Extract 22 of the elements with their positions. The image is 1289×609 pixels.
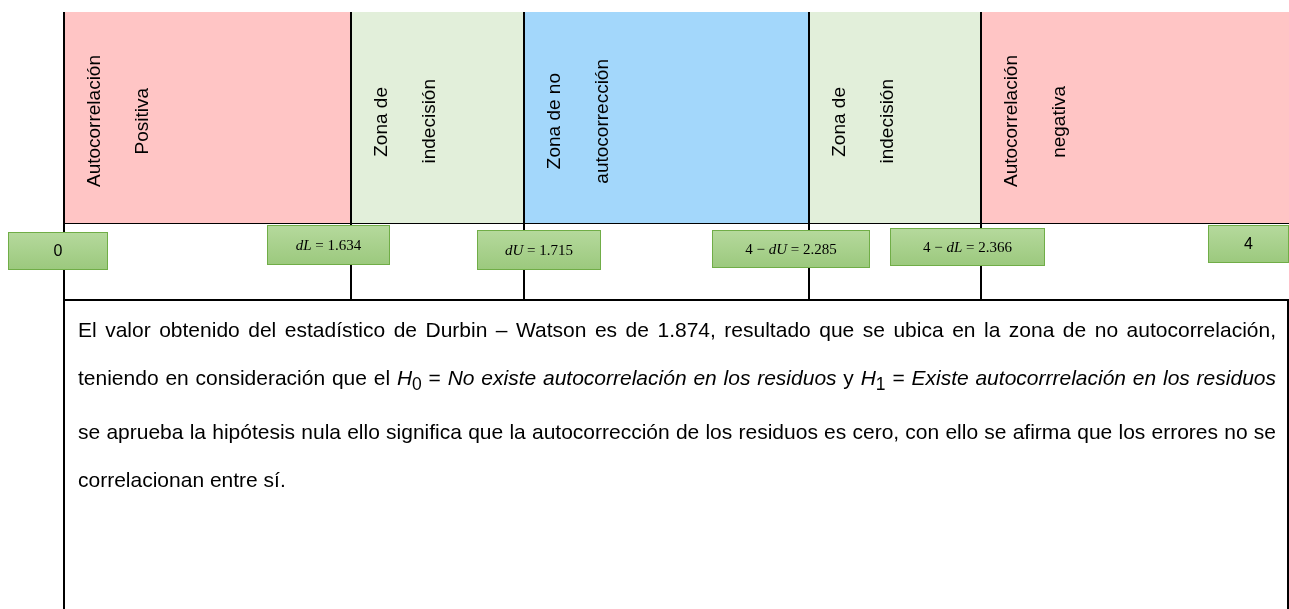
zone-label: indecisión [876, 79, 898, 164]
indecision-zone [808, 12, 980, 223]
zone-label: negativa [1048, 85, 1070, 158]
indecision-zone [350, 12, 523, 223]
value-marker: 0 [8, 232, 108, 270]
value-marker: 4 [1208, 225, 1289, 263]
zone-label: Autocorrelación [1000, 55, 1022, 188]
positive-autocorrelation-zone [63, 12, 350, 223]
zone-label: Zona de [370, 86, 392, 157]
zone-label: Zona de no [543, 73, 565, 170]
value-marker: dL = 1.634 [267, 225, 390, 265]
negative-autocorrelation-zone [980, 12, 1289, 223]
result-paragraph: El valor obtenido del estadístico de Durbin – Watson es de 1.874, resultado que se ubica en la zona de no autocorrelación, teniendo en consideración que el H$_{0}$ = No existe autocorrelación en los residuos y H$_{1}$ = Existe autocorrrelación en los residuos se aprueba la hipótesis nula ello significa que la autocorrección de los residuos es cero, con ello se afirma que los errores no se correlacionan entre sí. [78, 317, 1276, 494]
zone-label: Autocorrelación [83, 55, 105, 188]
value-marker: dU = 1.715 [477, 230, 601, 270]
no-autocorrelation-zone [523, 12, 808, 223]
value-marker: 4 − dL = 2.366 [890, 228, 1045, 266]
zone-label: autocorrección [591, 59, 613, 184]
zone-label: indecisión [418, 79, 440, 164]
zone-label: Positiva [131, 88, 153, 155]
zone-label: Zona de [828, 86, 850, 157]
value-marker: 4 − dU = 2.285 [712, 230, 870, 268]
